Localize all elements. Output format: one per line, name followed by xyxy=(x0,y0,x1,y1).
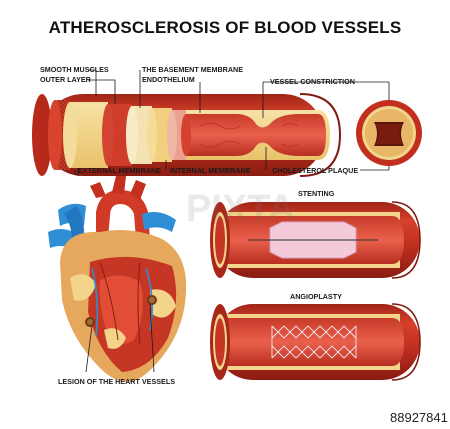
label-angioplasty: ANGIOPLASTY xyxy=(290,292,342,301)
label-internal-membrane: INTERNAL MEMBRANE xyxy=(170,166,251,175)
angioplasty-vessel xyxy=(210,303,421,381)
label-external-membrane: EXTERNAL MEMBRANE xyxy=(78,166,161,175)
label-endothelium: ENDOTHELIUM xyxy=(142,75,195,84)
diagram-title: ATHEROSCLEROSIS OF BLOOD VESSELS xyxy=(48,18,402,37)
label-cholesterol-plaque: CHOLESTEROL PLAQUE xyxy=(272,166,359,175)
label-vessel-constriction: VESSEL CONSTRICTION xyxy=(270,77,355,86)
label-smooth-muscles: SMOOTH MUSCLES xyxy=(40,65,109,74)
label-heart-lesion: LESION OF THE HEART VESSELS xyxy=(58,377,176,386)
layered-vessel xyxy=(32,93,342,177)
label-stenting: STENTING xyxy=(298,189,335,198)
leader-lines xyxy=(74,69,390,176)
label-outer-layer: OUTER LAYER xyxy=(40,75,91,84)
stenting-vessel xyxy=(210,201,421,279)
vessel-cross-section xyxy=(356,100,422,166)
heart-illustration xyxy=(48,176,187,382)
watermark-brand: PIXTA xyxy=(186,188,296,230)
image-id: 88927841 xyxy=(390,410,448,425)
label-basement-membrane: THE BASEMENT MEMBRANE xyxy=(142,65,244,74)
